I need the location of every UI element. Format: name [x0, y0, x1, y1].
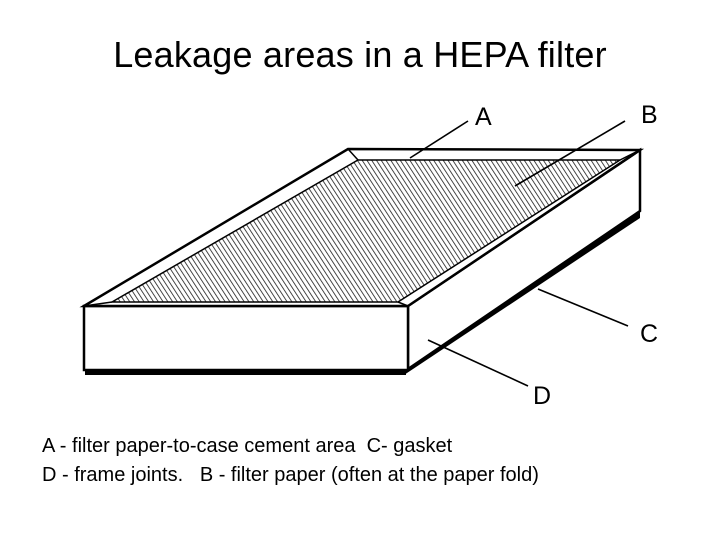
- leader-line-c: [537, 288, 629, 327]
- leader-line-a: [409, 120, 469, 159]
- callout-label-c: C: [640, 320, 658, 348]
- callout-label-b: B: [641, 101, 658, 129]
- callout-label-a: A: [475, 103, 492, 131]
- slide-title: Leakage areas in a HEPA filter: [113, 34, 607, 75]
- leader-line-d: [427, 339, 529, 387]
- caption-block: A - filter paper-to-case cement area C- …: [42, 432, 702, 490]
- leader-lines: [409, 120, 629, 387]
- callout-label-d: D: [533, 382, 551, 410]
- caption-line-2: D - frame joints. B - filter paper (ofte…: [42, 464, 539, 486]
- caption-line-1: A - filter paper-to-case cement area C- …: [42, 435, 453, 457]
- leader-line-b: [514, 120, 626, 187]
- inner-rim-edges: [83, 148, 641, 307]
- frame-front-face: [82, 304, 410, 372]
